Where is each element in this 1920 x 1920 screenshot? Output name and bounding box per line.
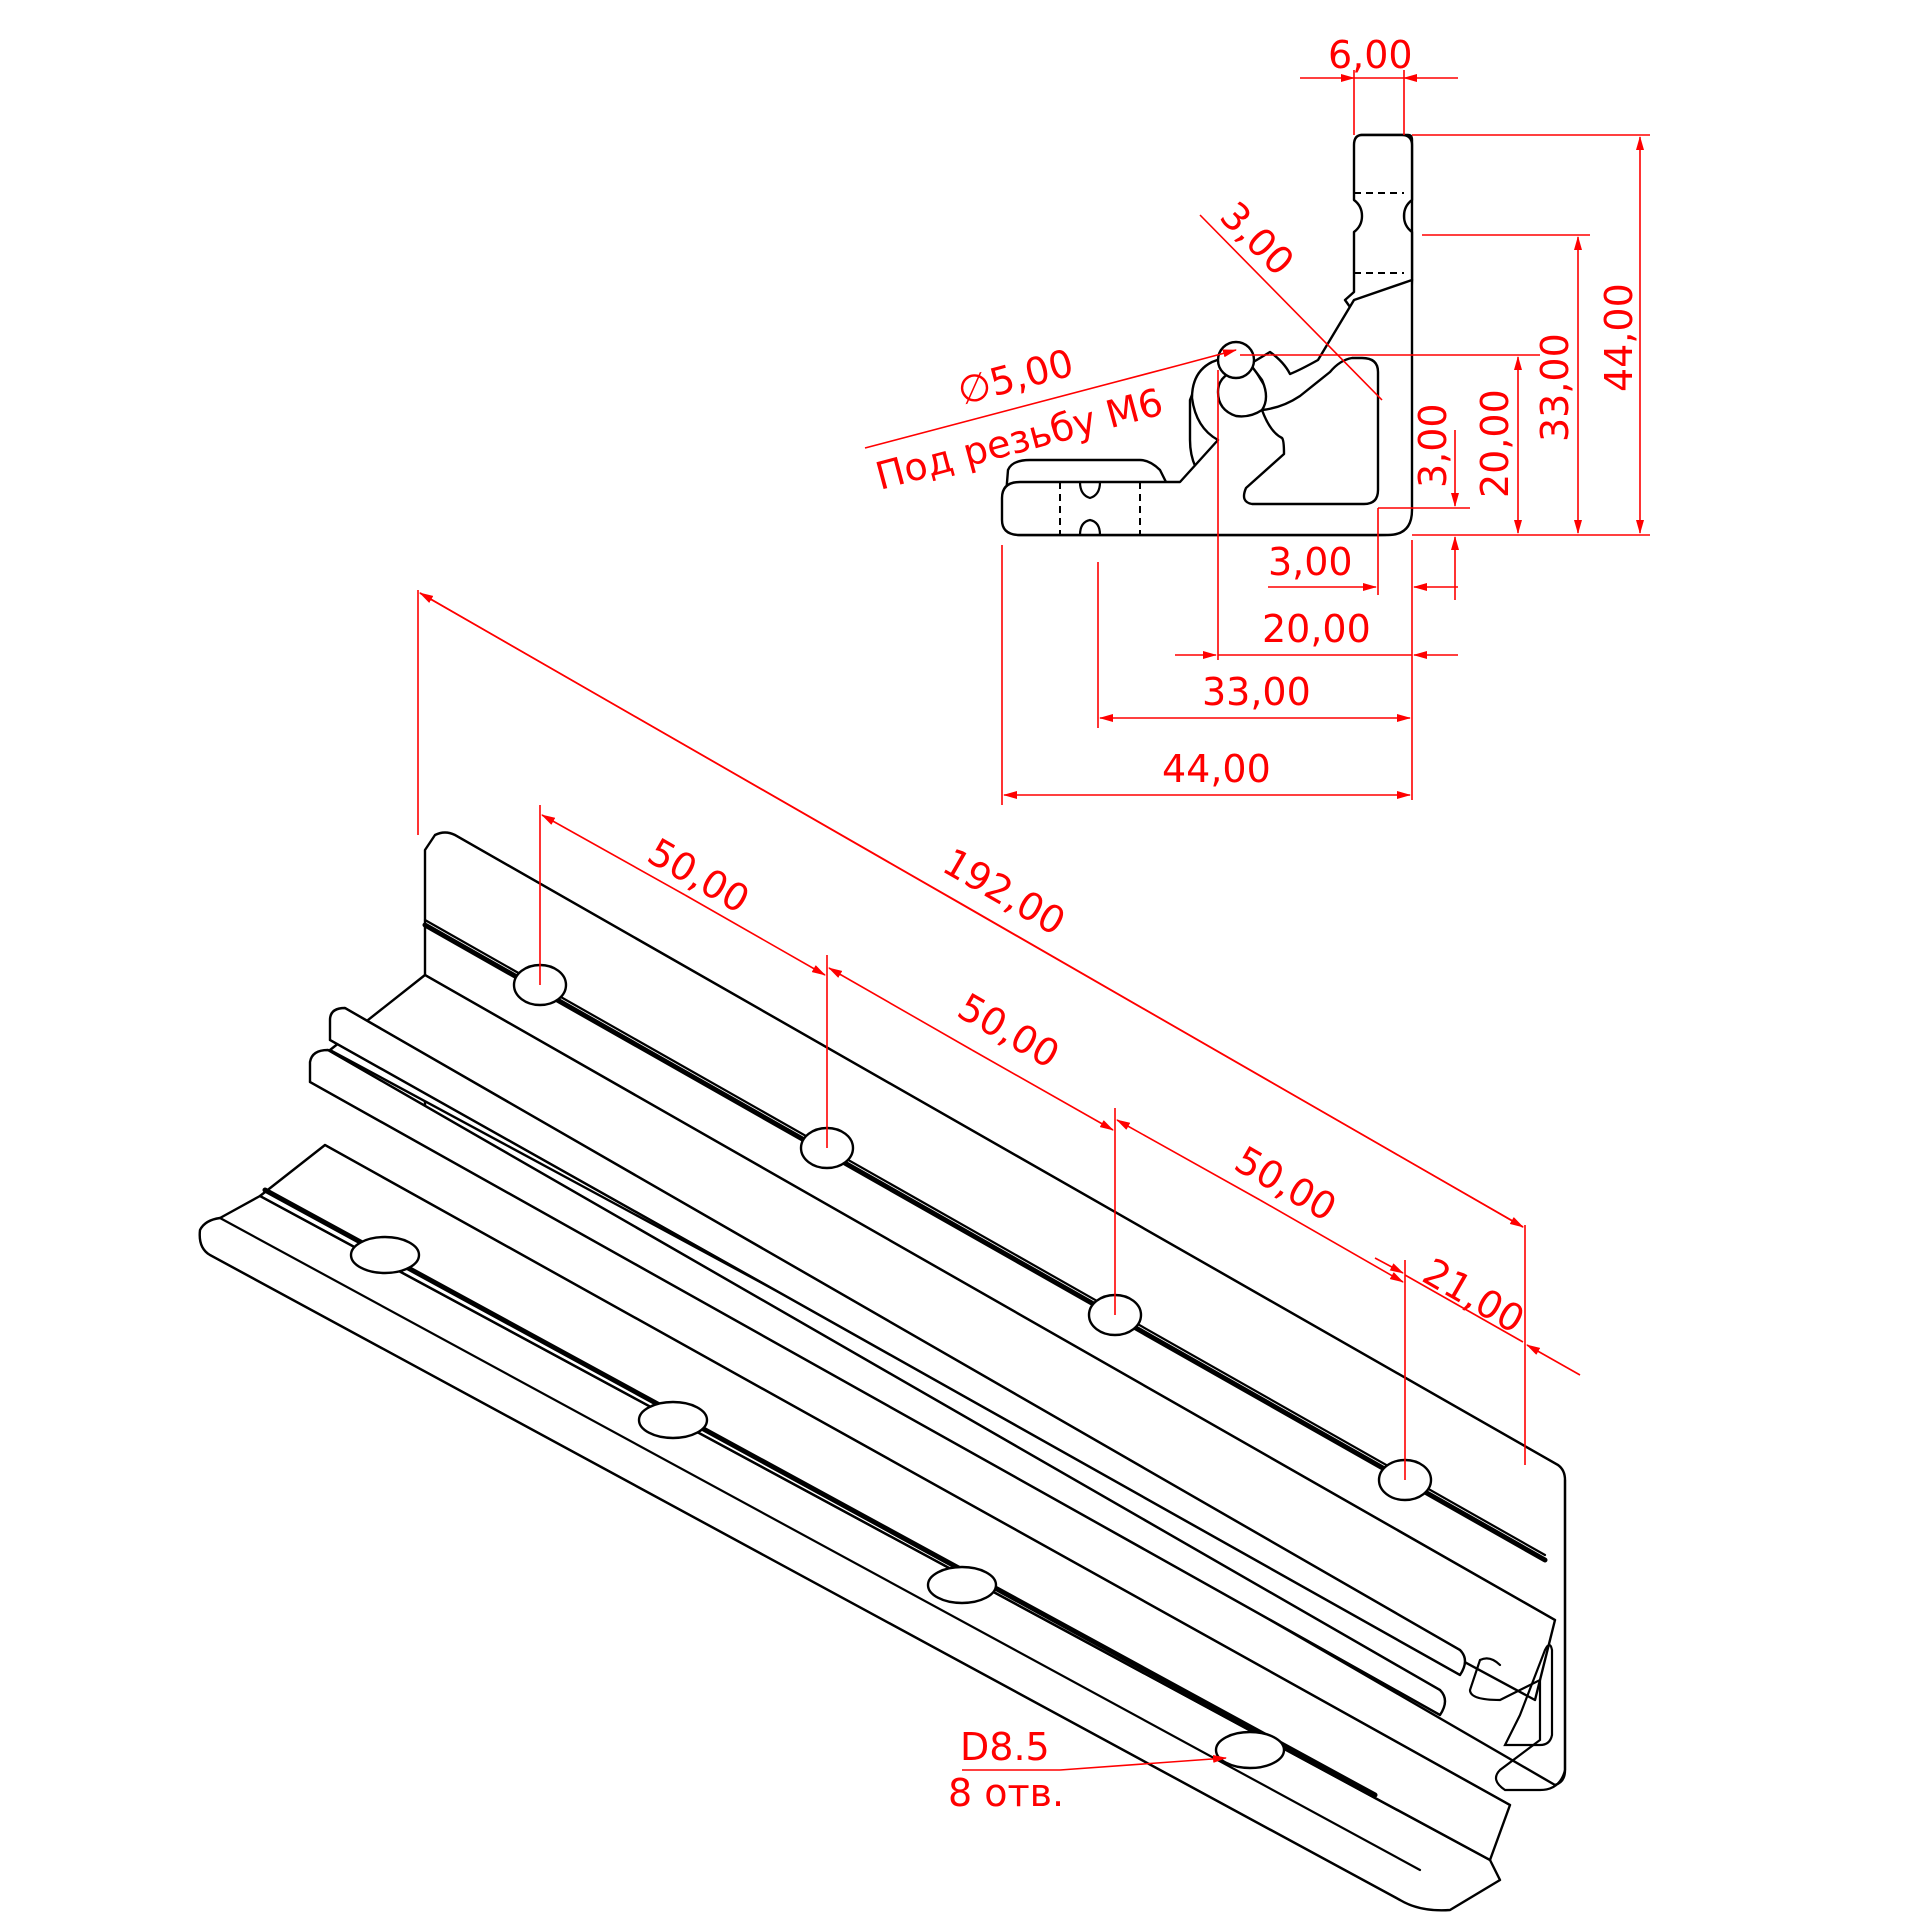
edge-line xyxy=(208,1253,1402,1902)
edge-line xyxy=(453,833,1560,1467)
groove-line xyxy=(262,1187,1378,1798)
dim-end-offset: 21,00 xyxy=(1416,1250,1532,1342)
hole-note-count: 8 отв. xyxy=(948,1771,1064,1815)
dim-hole-diameter: ∅5,00 xyxy=(953,341,1078,414)
dim-slot-chamfer: 3,00 xyxy=(1212,193,1303,284)
dim-pitch-3: 50,00 xyxy=(1228,1138,1344,1230)
edge-line xyxy=(343,1006,1462,1652)
dim-height-33: 33,00 xyxy=(1533,333,1577,442)
end-face-profile xyxy=(1468,1478,1567,1792)
flange-notch xyxy=(1078,480,1102,500)
profile-section-view: 6,00 3,00 ∅5,00 Под резьбу М6 44,00 33,0… xyxy=(864,33,1650,805)
dim-wall-3-horizontal: 3,00 xyxy=(1268,540,1353,584)
dim-wall-3-vertical: 3,00 xyxy=(1411,403,1455,488)
inner-pocket xyxy=(1242,356,1380,506)
edge-line xyxy=(326,1048,1442,1692)
edge-line xyxy=(423,973,1557,1622)
dim-height-total: 44,00 xyxy=(1597,283,1641,392)
dim-height-20: 20,00 xyxy=(1473,389,1517,498)
groove-line xyxy=(422,922,1548,1563)
profile-isometric-view: 192,00 50,00 50,00 50,00 21,00 D8.5 8 от… xyxy=(198,590,1581,1912)
dim-width-44: 44,00 xyxy=(1162,747,1271,791)
end-face-pocket xyxy=(1503,1643,1554,1747)
dim-width-20: 20,00 xyxy=(1262,607,1371,651)
dim-width-33: 33,00 xyxy=(1202,670,1311,714)
dim-pitch-1: 50,00 xyxy=(641,830,757,922)
mounting-hole xyxy=(637,1400,709,1440)
mounting-hole xyxy=(1214,1730,1286,1770)
edge-line xyxy=(423,918,1547,1557)
mounting-hole xyxy=(926,1565,998,1605)
dim-top-flange-thickness: 6,00 xyxy=(1328,33,1413,77)
hole-note-diameter: D8.5 xyxy=(960,1725,1050,1769)
edge-line xyxy=(308,1080,1442,1717)
mounting-hole xyxy=(349,1235,421,1275)
edge-line xyxy=(323,1143,1512,1807)
horizontal-flange-face xyxy=(198,1194,1502,1912)
flange-notch xyxy=(1078,518,1102,537)
thread-hole xyxy=(1216,340,1256,380)
dim-pitch-2: 50,00 xyxy=(951,985,1067,1077)
edge-line xyxy=(328,1038,1462,1677)
